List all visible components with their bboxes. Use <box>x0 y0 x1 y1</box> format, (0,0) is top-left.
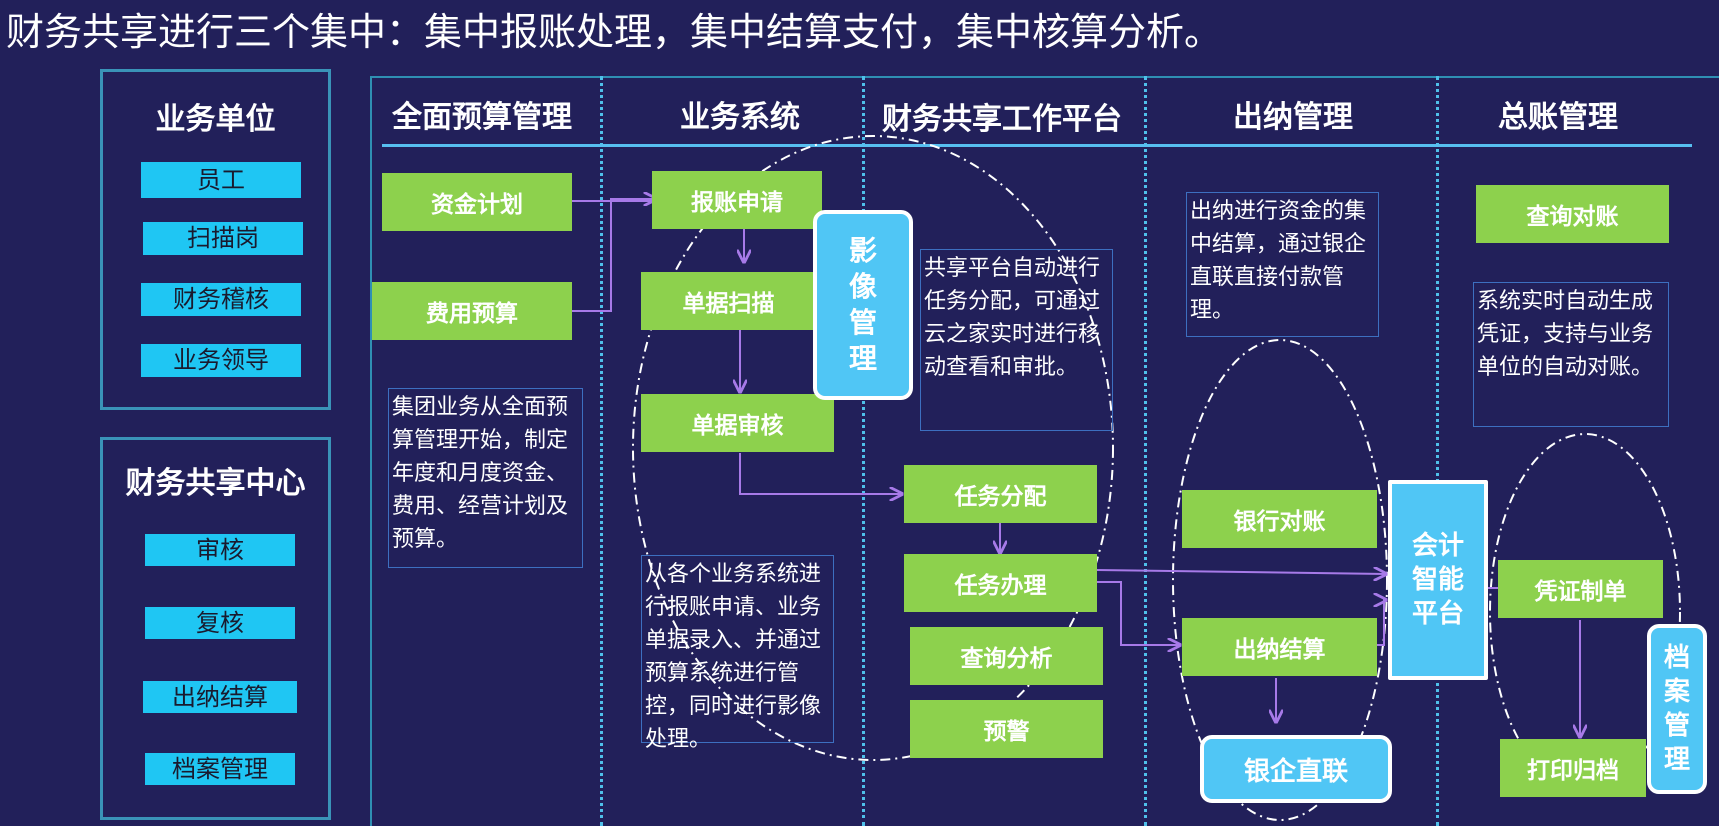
column-separator <box>600 76 603 826</box>
page-title: 财务共享进行三个集中：集中报账处理，集中结算支付，集中核算分析。 <box>6 10 1223 54</box>
center-item-recheck: 复核 <box>145 607 295 639</box>
header-underline <box>382 144 1692 147</box>
column-heading-budget: 全面预算管理 <box>392 100 572 135</box>
box-claim: 报账申请 <box>652 171 822 229</box>
center-item-settlement: 出纳结算 <box>143 681 297 713</box>
box-print-archive: 打印归档 <box>1500 739 1646 797</box>
note-ledger: 系统实时自动生成凭证，支持与业务单位的自动对账。 <box>1473 282 1669 427</box>
box-query-analysis: 查询分析 <box>910 627 1103 685</box>
center-item-review: 审核 <box>145 534 295 566</box>
box-scan: 单据扫描 <box>641 272 816 330</box>
column-separator <box>1144 76 1147 826</box>
arrow-handle-settle <box>1097 581 1180 645</box>
box-bank-recon: 银行对账 <box>1182 490 1377 548</box>
note-cashier: 出纳进行资金的集中结算，通过银企直联直接付款管理。 <box>1186 192 1379 337</box>
arrow-settle-platform <box>1377 600 1386 646</box>
unit-item-leader: 业务领导 <box>141 344 301 377</box>
arrow-budget-claim <box>572 199 656 312</box>
unit-item-audit: 财务稽核 <box>141 283 301 316</box>
box-task-handle: 任务办理 <box>904 554 1097 612</box>
column-separator <box>862 76 865 826</box>
column-heading-platform: 财务共享工作平台 <box>882 102 1122 137</box>
box-query-recon: 查询对账 <box>1476 185 1669 243</box>
shared-center-heading: 财务共享中心 <box>125 466 306 501</box>
column-heading-business: 业务系统 <box>680 100 800 135</box>
box-cashier-settle: 出纳结算 <box>1182 618 1377 676</box>
note-budget: 集团业务从全面预算管理开始，制定年度和月度资金、费用、经营计划及预算。 <box>388 388 583 568</box>
column-heading-cashier: 出纳管理 <box>1233 100 1353 135</box>
box-review: 单据审核 <box>641 394 834 452</box>
box-archive-mgmt: 档案管理 <box>1647 624 1707 794</box>
box-fund-plan: 资金计划 <box>382 173 572 231</box>
note-platform: 共享平台自动进行任务分配，可通过云之家实时进行移动查看和审批。 <box>920 249 1113 431</box>
note-business: 从各个业务系统进行报账申请、业务单据录入、并通过预算系统进行管控，同时进行影像处… <box>641 555 834 752</box>
box-expense-budget: 费用预算 <box>372 282 572 340</box>
ledger-ellipse <box>1489 433 1681 791</box>
business-units-heading: 业务单位 <box>155 102 276 137</box>
unit-item-scanner: 扫描岗 <box>143 222 303 255</box>
shared-center-panel: 财务共享中心 审核 复核 出纳结算 档案管理 <box>100 437 331 820</box>
column-separator <box>1436 76 1439 826</box>
column-heading-ledger: 总账管理 <box>1498 100 1618 135</box>
box-image-mgmt: 影像管理 <box>813 210 913 400</box>
process-frame <box>370 76 1719 826</box>
box-voucher: 凭证制单 <box>1498 560 1663 618</box>
center-item-archive: 档案管理 <box>145 753 295 785</box>
box-accounting-platform: 会计智能平台 <box>1388 480 1488 680</box>
unit-item-employee: 员工 <box>141 162 301 198</box>
arrow-handle-platform <box>1096 570 1386 574</box>
arrow-review-assign <box>739 453 902 494</box>
box-bank-direct: 银企直联 <box>1200 735 1392 803</box>
box-warning: 预警 <box>910 700 1103 758</box>
business-ellipse <box>632 135 1114 761</box>
box-task-assign: 任务分配 <box>904 465 1097 523</box>
business-units-panel: 业务单位 员工 扫描岗 财务稽核 业务领导 <box>100 69 331 410</box>
